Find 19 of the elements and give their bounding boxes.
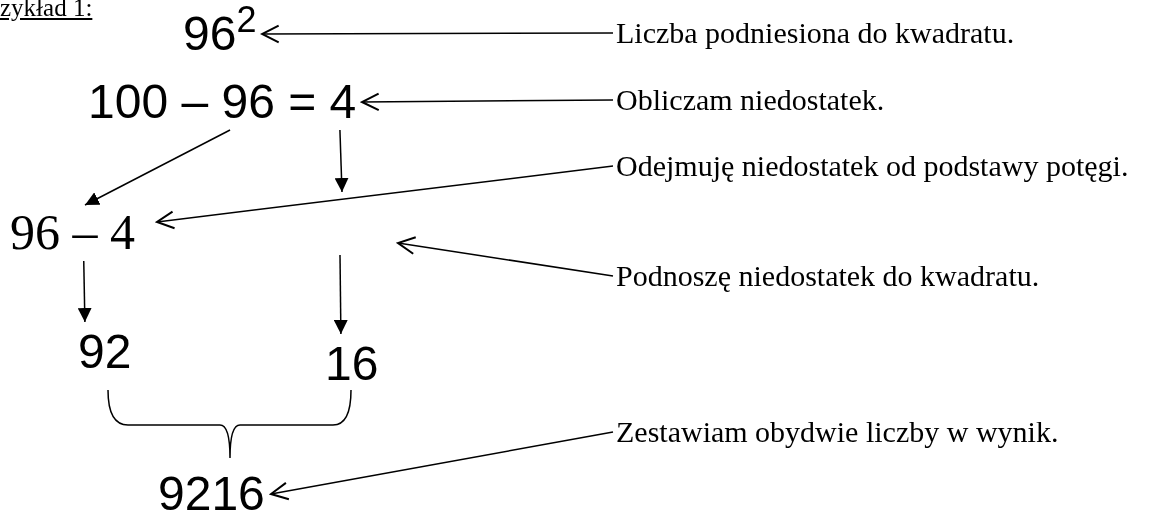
arrow: [333, 254, 348, 335]
arrow: [156, 165, 614, 230]
equation: 100 – 96 = 4: [88, 78, 357, 126]
step-description: Odejmuję niedostatek od podstawy potęgi.: [616, 151, 1129, 181]
arrow: [361, 92, 614, 112]
arrow: [334, 129, 349, 193]
step-description: Zestawiam obydwie liczby w wynik.: [616, 417, 1059, 447]
number: 92: [78, 328, 132, 376]
step-description: Liczba podniesiona do kwadratu.: [616, 18, 1015, 48]
arrow: [261, 24, 614, 44]
subtraction: 96 – 4: [10, 207, 135, 257]
result-number: 9216: [158, 470, 265, 515]
arrow: [270, 431, 614, 501]
number: 16: [325, 340, 379, 388]
arrow: [84, 129, 231, 206]
arrow: [77, 260, 92, 323]
arrow: [397, 236, 614, 277]
step-description: Obliczam niedostatek.: [616, 85, 885, 115]
step-description: Podnoszę niedostatek do kwadratu.: [616, 261, 1040, 291]
